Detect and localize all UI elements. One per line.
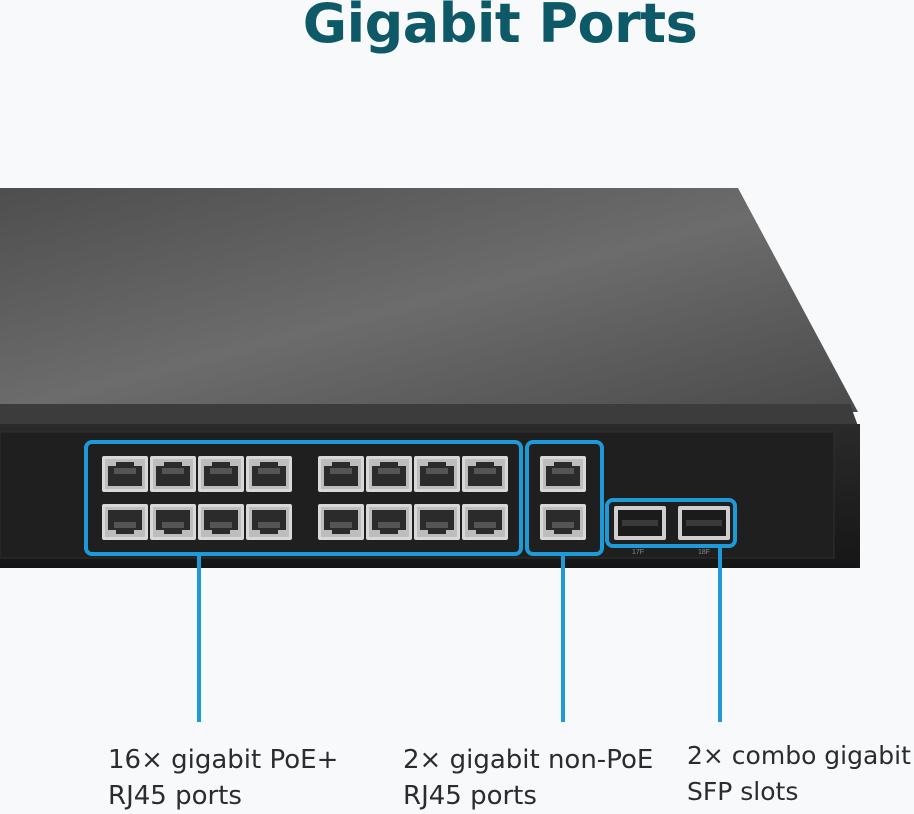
sfp-label-18f: 18F bbox=[698, 549, 710, 556]
callout-sfp-line2: SFP slots bbox=[687, 777, 799, 806]
chassis-top bbox=[0, 188, 858, 412]
callout-box-poe bbox=[84, 440, 523, 556]
callout-box-sfp bbox=[605, 498, 737, 548]
sfp-label-17f: 17F bbox=[632, 549, 644, 556]
callout-poe-line2: RJ45 ports bbox=[108, 781, 242, 811]
callout-poe-line1: 16× gigabit PoE+ bbox=[108, 745, 339, 775]
callout-sfp-label: 2× combo gigabit SFP slots bbox=[687, 738, 911, 810]
callout-non-poe-line2: RJ45 ports bbox=[403, 781, 537, 811]
callout-non-poe-line1: 2× gigabit non-PoE bbox=[403, 745, 654, 775]
callout-non-poe-label: 2× gigabit non-PoE RJ45 ports bbox=[403, 742, 653, 814]
callout-sfp-line1: 2× combo gigabit bbox=[687, 741, 911, 770]
callout-poe-label: 16× gigabit PoE+ RJ45 ports bbox=[108, 742, 338, 814]
page-title: Gigabit Ports bbox=[302, 0, 698, 55]
chassis-edge bbox=[0, 404, 858, 426]
